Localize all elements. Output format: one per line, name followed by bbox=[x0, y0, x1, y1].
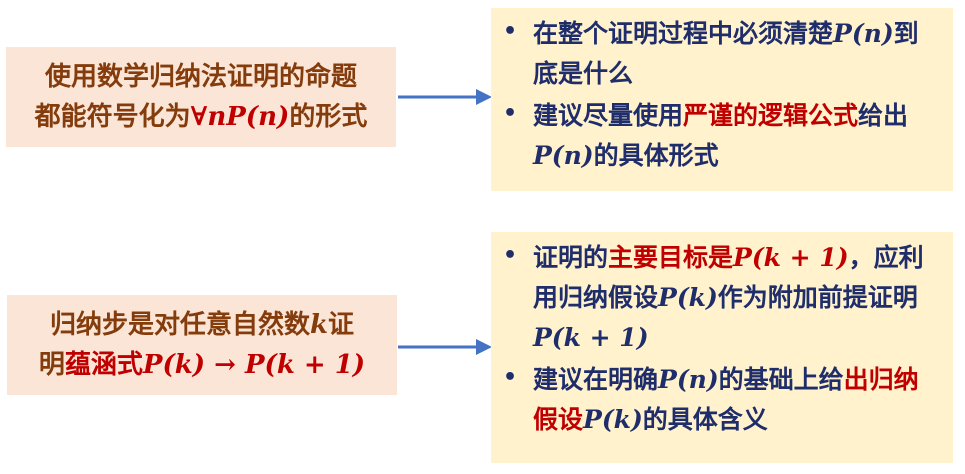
premise-bottom-highlight: 蕴涵式 bbox=[64, 350, 143, 380]
advice-bottom-2-text2: 的基础上给 bbox=[718, 365, 844, 394]
premise-box-bottom: 归纳步是对任意自然数k证 明蕴涵式P(k) → P(k + 1) bbox=[7, 295, 397, 395]
advice-top-2-text3: 的具体形式 bbox=[593, 141, 719, 170]
premise-text-top: 使用数学归纳法证明的命题 都能符号化为∀nP(n)的形式 bbox=[35, 57, 368, 138]
advice-top-item-2: • 建议尽量使用严谨的逻辑公式给出 P(n)的具体形式 bbox=[503, 96, 937, 176]
bullet-dot-icon: • bbox=[503, 243, 518, 268]
formula-pn: P(n) bbox=[533, 141, 594, 170]
formula-pk-plus-1: P(k + 1) bbox=[533, 323, 649, 352]
advice-bottom-1-text3: 作为附加前提证明 bbox=[717, 283, 918, 312]
formula-pn: P(n) bbox=[833, 19, 894, 48]
premise-top-line1: 使用数学归纳法证明的命题 bbox=[44, 61, 357, 92]
right-arrow-icon bbox=[398, 89, 492, 105]
formula-forall-n-pn: ∀nP(n) bbox=[190, 102, 290, 132]
advice-box-bottom: • 证明的主要目标是P(k + 1)，应利用归纳假设P(k)作为附加前提证明P(… bbox=[491, 232, 953, 463]
premise-top-line2-suffix: 的形式 bbox=[289, 102, 368, 132]
formula-pn: P(n) bbox=[658, 365, 719, 394]
premise-top-line2-prefix: 都能符号化为 bbox=[34, 102, 191, 132]
bullet-dot-icon: • bbox=[503, 101, 518, 126]
formula-pk: P(k) bbox=[583, 405, 643, 434]
formula-implication: P(k) → P(k + 1) bbox=[142, 350, 366, 380]
bullet-dot-icon: • bbox=[503, 19, 518, 44]
formula-pk-plus-1: P(k + 1) bbox=[733, 243, 849, 272]
advice-top-1-text: 在整个证明过程中必须清楚 bbox=[533, 19, 834, 48]
variable-k: k bbox=[309, 309, 328, 340]
advice-top-item-1: • 在整个证明过程中必须清楚P(n)到底是什么 bbox=[503, 14, 937, 94]
advice-top-2-text: 建议尽量使用 bbox=[533, 101, 684, 130]
advice-bottom-item-1: • 证明的主要目标是P(k + 1)，应利用归纳假设P(k)作为附加前提证明P(… bbox=[503, 238, 943, 358]
premise-bottom-line1-prefix: 归纳步是对任意自然数 bbox=[49, 309, 310, 340]
premise-box-top: 使用数学归纳法证明的命题 都能符号化为∀nP(n)的形式 bbox=[6, 47, 396, 147]
bullet-dot-icon: • bbox=[503, 365, 518, 390]
advice-bottom-1-text: 证明的 bbox=[533, 243, 609, 272]
premise-bottom-line1-suffix: 证 bbox=[328, 309, 355, 340]
advice-bottom-2-text3: 的具体含义 bbox=[642, 405, 768, 434]
advice-bottom-2-highlight: 出归纳假设 bbox=[533, 365, 919, 434]
premise-bottom-line2-prefix: 明 bbox=[38, 350, 65, 380]
formula-pk: P(k) bbox=[658, 283, 718, 312]
right-arrow-icon bbox=[398, 339, 492, 355]
advice-box-top: • 在整个证明过程中必须清楚P(n)到底是什么 • 建议尽量使用严谨的逻辑公式给… bbox=[491, 8, 953, 191]
advice-bottom-1-text2: ，应利用归纳假设 bbox=[533, 243, 924, 312]
advice-top-2-highlight: 严谨的逻辑公式 bbox=[683, 101, 859, 130]
advice-top-2-text2: 给出 bbox=[858, 101, 909, 130]
advice-top-1-text2: 到底是什么 bbox=[533, 19, 919, 88]
advice-bottom-2-text: 建议在明确 bbox=[533, 365, 659, 394]
premise-text-bottom: 归纳步是对任意自然数k证 明蕴涵式P(k) → P(k + 1) bbox=[39, 305, 365, 386]
advice-bottom-item-2: • 建议在明确P(n)的基础上给出归纳假设P(k)的具体含义 bbox=[503, 360, 943, 440]
advice-bottom-1-highlight: 主要目标是 bbox=[608, 243, 734, 272]
